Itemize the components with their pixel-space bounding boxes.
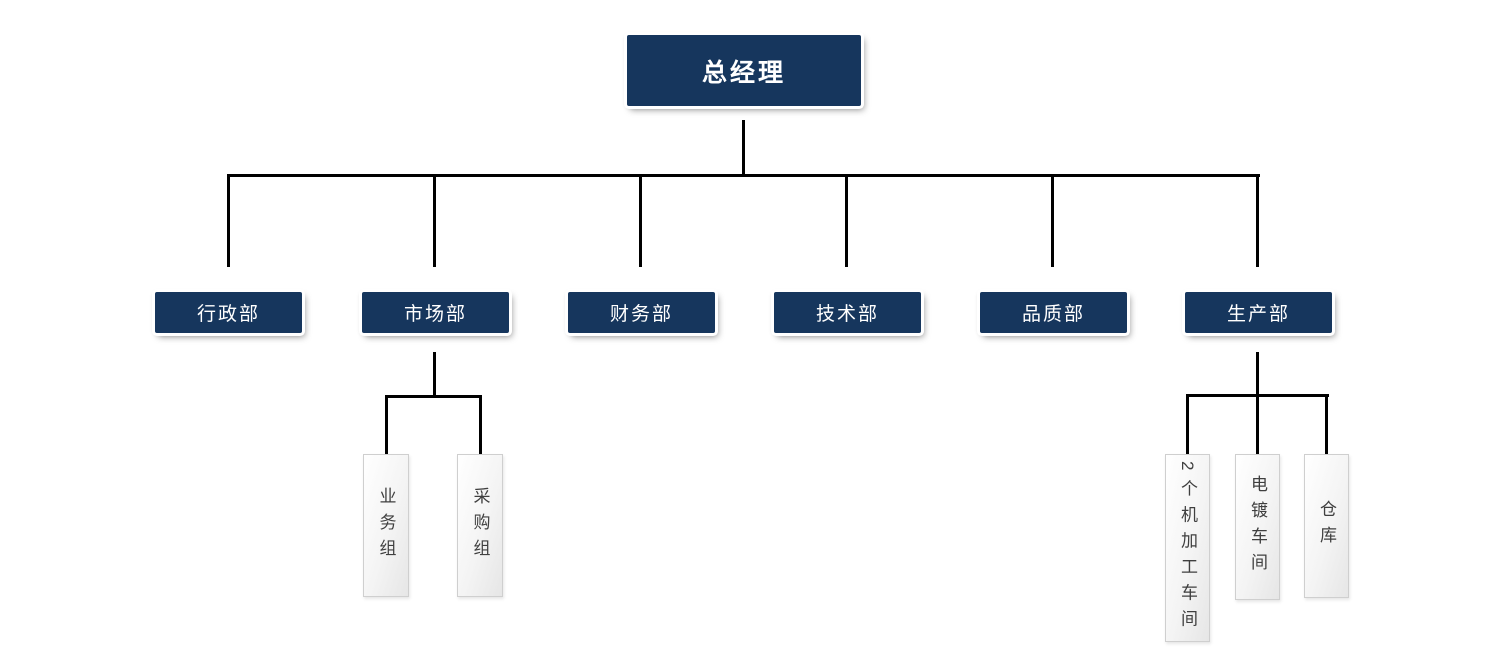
- node-quality-dept: 品质部: [980, 292, 1127, 333]
- connector-drop-admin: [227, 174, 230, 267]
- leaf-electroplating-workshop: 电镀车间: [1235, 454, 1280, 600]
- connector-level2-rail: [227, 174, 1260, 177]
- connector-marketing-stem: [433, 352, 436, 398]
- leaf-machining-workshops: 2个机加工车间: [1165, 454, 1210, 642]
- node-marketing-dept: 市场部: [362, 292, 509, 333]
- connector-drop-technical: [845, 174, 848, 267]
- node-admin-dept: 行政部: [155, 292, 302, 333]
- connector-marketing-rail: [385, 395, 482, 398]
- connector-production-stem: [1256, 352, 1259, 397]
- leaf-warehouse: 仓库: [1304, 454, 1349, 598]
- connector-drop-marketing: [433, 174, 436, 267]
- connector-drop-finance: [639, 174, 642, 267]
- node-finance-dept: 财务部: [568, 292, 715, 333]
- connector-drop-electroplating: [1256, 394, 1259, 456]
- node-general-manager: 总经理: [627, 35, 861, 106]
- connector-drop-procurement-group: [479, 395, 482, 456]
- node-technical-dept: 技术部: [774, 292, 921, 333]
- connector-drop-quality: [1051, 174, 1054, 267]
- connector-drop-production: [1256, 174, 1259, 267]
- leaf-procurement-group: 采购组: [457, 454, 503, 597]
- connector-drop-warehouse: [1325, 394, 1328, 456]
- connector-root-stem: [742, 120, 745, 176]
- connector-drop-business-group: [385, 395, 388, 456]
- leaf-business-group: 业务组: [363, 454, 409, 597]
- connector-drop-machining: [1186, 394, 1189, 456]
- node-production-dept: 生产部: [1185, 292, 1332, 333]
